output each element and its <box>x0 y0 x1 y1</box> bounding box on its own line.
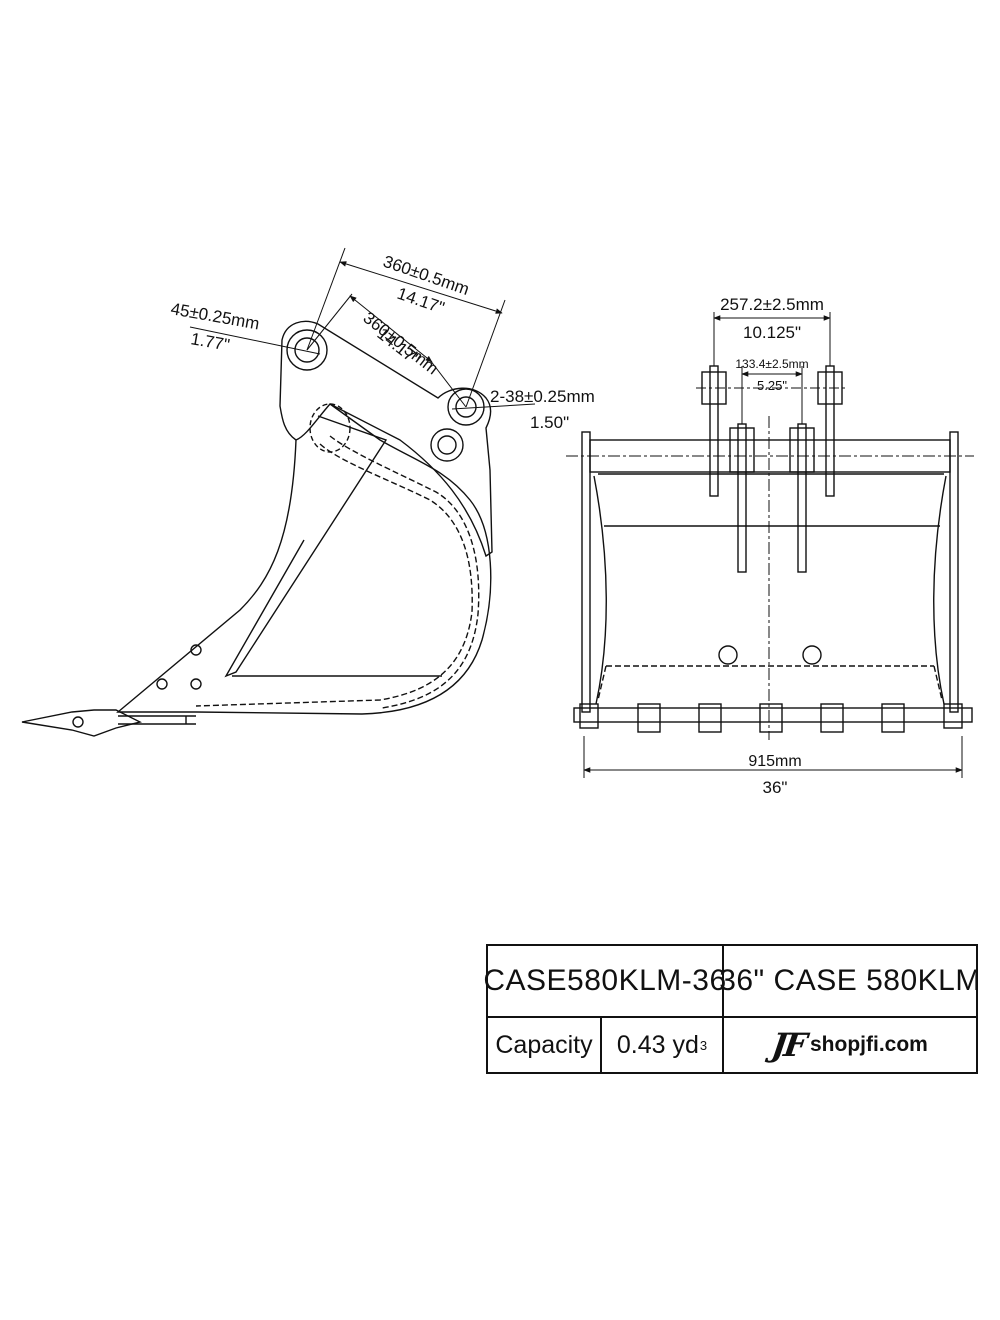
dim-inner-ear-in: 5.25" <box>757 378 787 393</box>
capacity-label: Capacity <box>488 1018 602 1072</box>
side-boss <box>309 403 351 453</box>
capacity-unit-superscript: 3 <box>699 1037 708 1053</box>
dim-pin-dia-in: 1.77" <box>189 329 231 355</box>
title-block: CASE580KLM-36 36" CASE 580KLM Capacity 0… <box>483 944 980 1074</box>
side-liner-dashed-2 <box>329 435 480 709</box>
front-ear-outer-right <box>825 365 835 497</box>
front-tooth <box>820 703 844 733</box>
side-view-dimensions <box>189 247 536 410</box>
dim-outer-ear-mm: 257.2±2.5mm <box>720 295 824 314</box>
dim-outer-ear-in: 10.125" <box>743 323 801 342</box>
side-view <box>21 320 493 737</box>
front-tooth <box>637 703 661 733</box>
dim-bucket-width-in: 36" <box>763 778 788 797</box>
front-tooth <box>759 703 783 733</box>
front-cutting-edge <box>573 707 973 723</box>
side-liner-dashed <box>195 443 473 707</box>
side-pin-hole-1 <box>286 329 328 371</box>
front-tooth <box>698 703 722 733</box>
front-view <box>566 365 974 740</box>
side-bracket-outline <box>279 320 493 558</box>
part-description: 36" CASE 580KLM <box>719 946 980 1018</box>
dim-pin-dia-mm: 45±0.25mm <box>169 299 261 333</box>
brand-cell: JF shopjfi.com <box>724 1018 976 1072</box>
dim-ear-width-mm: 2-38±0.25mm <box>490 387 595 406</box>
front-ear-inner-left <box>737 423 747 573</box>
front-left-sideplate <box>581 431 591 713</box>
side-rib <box>224 415 388 678</box>
dim-ear-width-in: 1.50" <box>530 413 569 432</box>
capacity-value: 0.43 yd <box>616 1030 699 1059</box>
front-tooth <box>881 703 905 733</box>
front-ear-inner-right <box>797 423 807 573</box>
front-view-dimensions <box>583 312 963 778</box>
front-view-dimension-text: 257.2±2.5mm 10.125" 133.4±2.5mm 5.25" 91… <box>720 295 824 797</box>
part-number: CASE580KLM-36 <box>483 946 726 1018</box>
side-tooth <box>21 709 143 737</box>
front-ear-outer-left <box>709 365 719 497</box>
dim-inner-ear-mm: 133.4±2.5mm <box>735 357 808 371</box>
jf-logo: JF <box>769 1026 807 1064</box>
side-view-dimension-text: 360±0.5mm 14.17" 360±0.5mm 14.17" 45±0.2… <box>169 252 594 432</box>
website-text: shopjfi.com <box>810 1033 928 1056</box>
dim-bucket-width-mm: 915mm <box>748 753 801 770</box>
front-right-sideplate <box>949 431 959 713</box>
side-pin-hole-3 <box>430 428 464 462</box>
side-bucket-shell <box>116 403 492 715</box>
